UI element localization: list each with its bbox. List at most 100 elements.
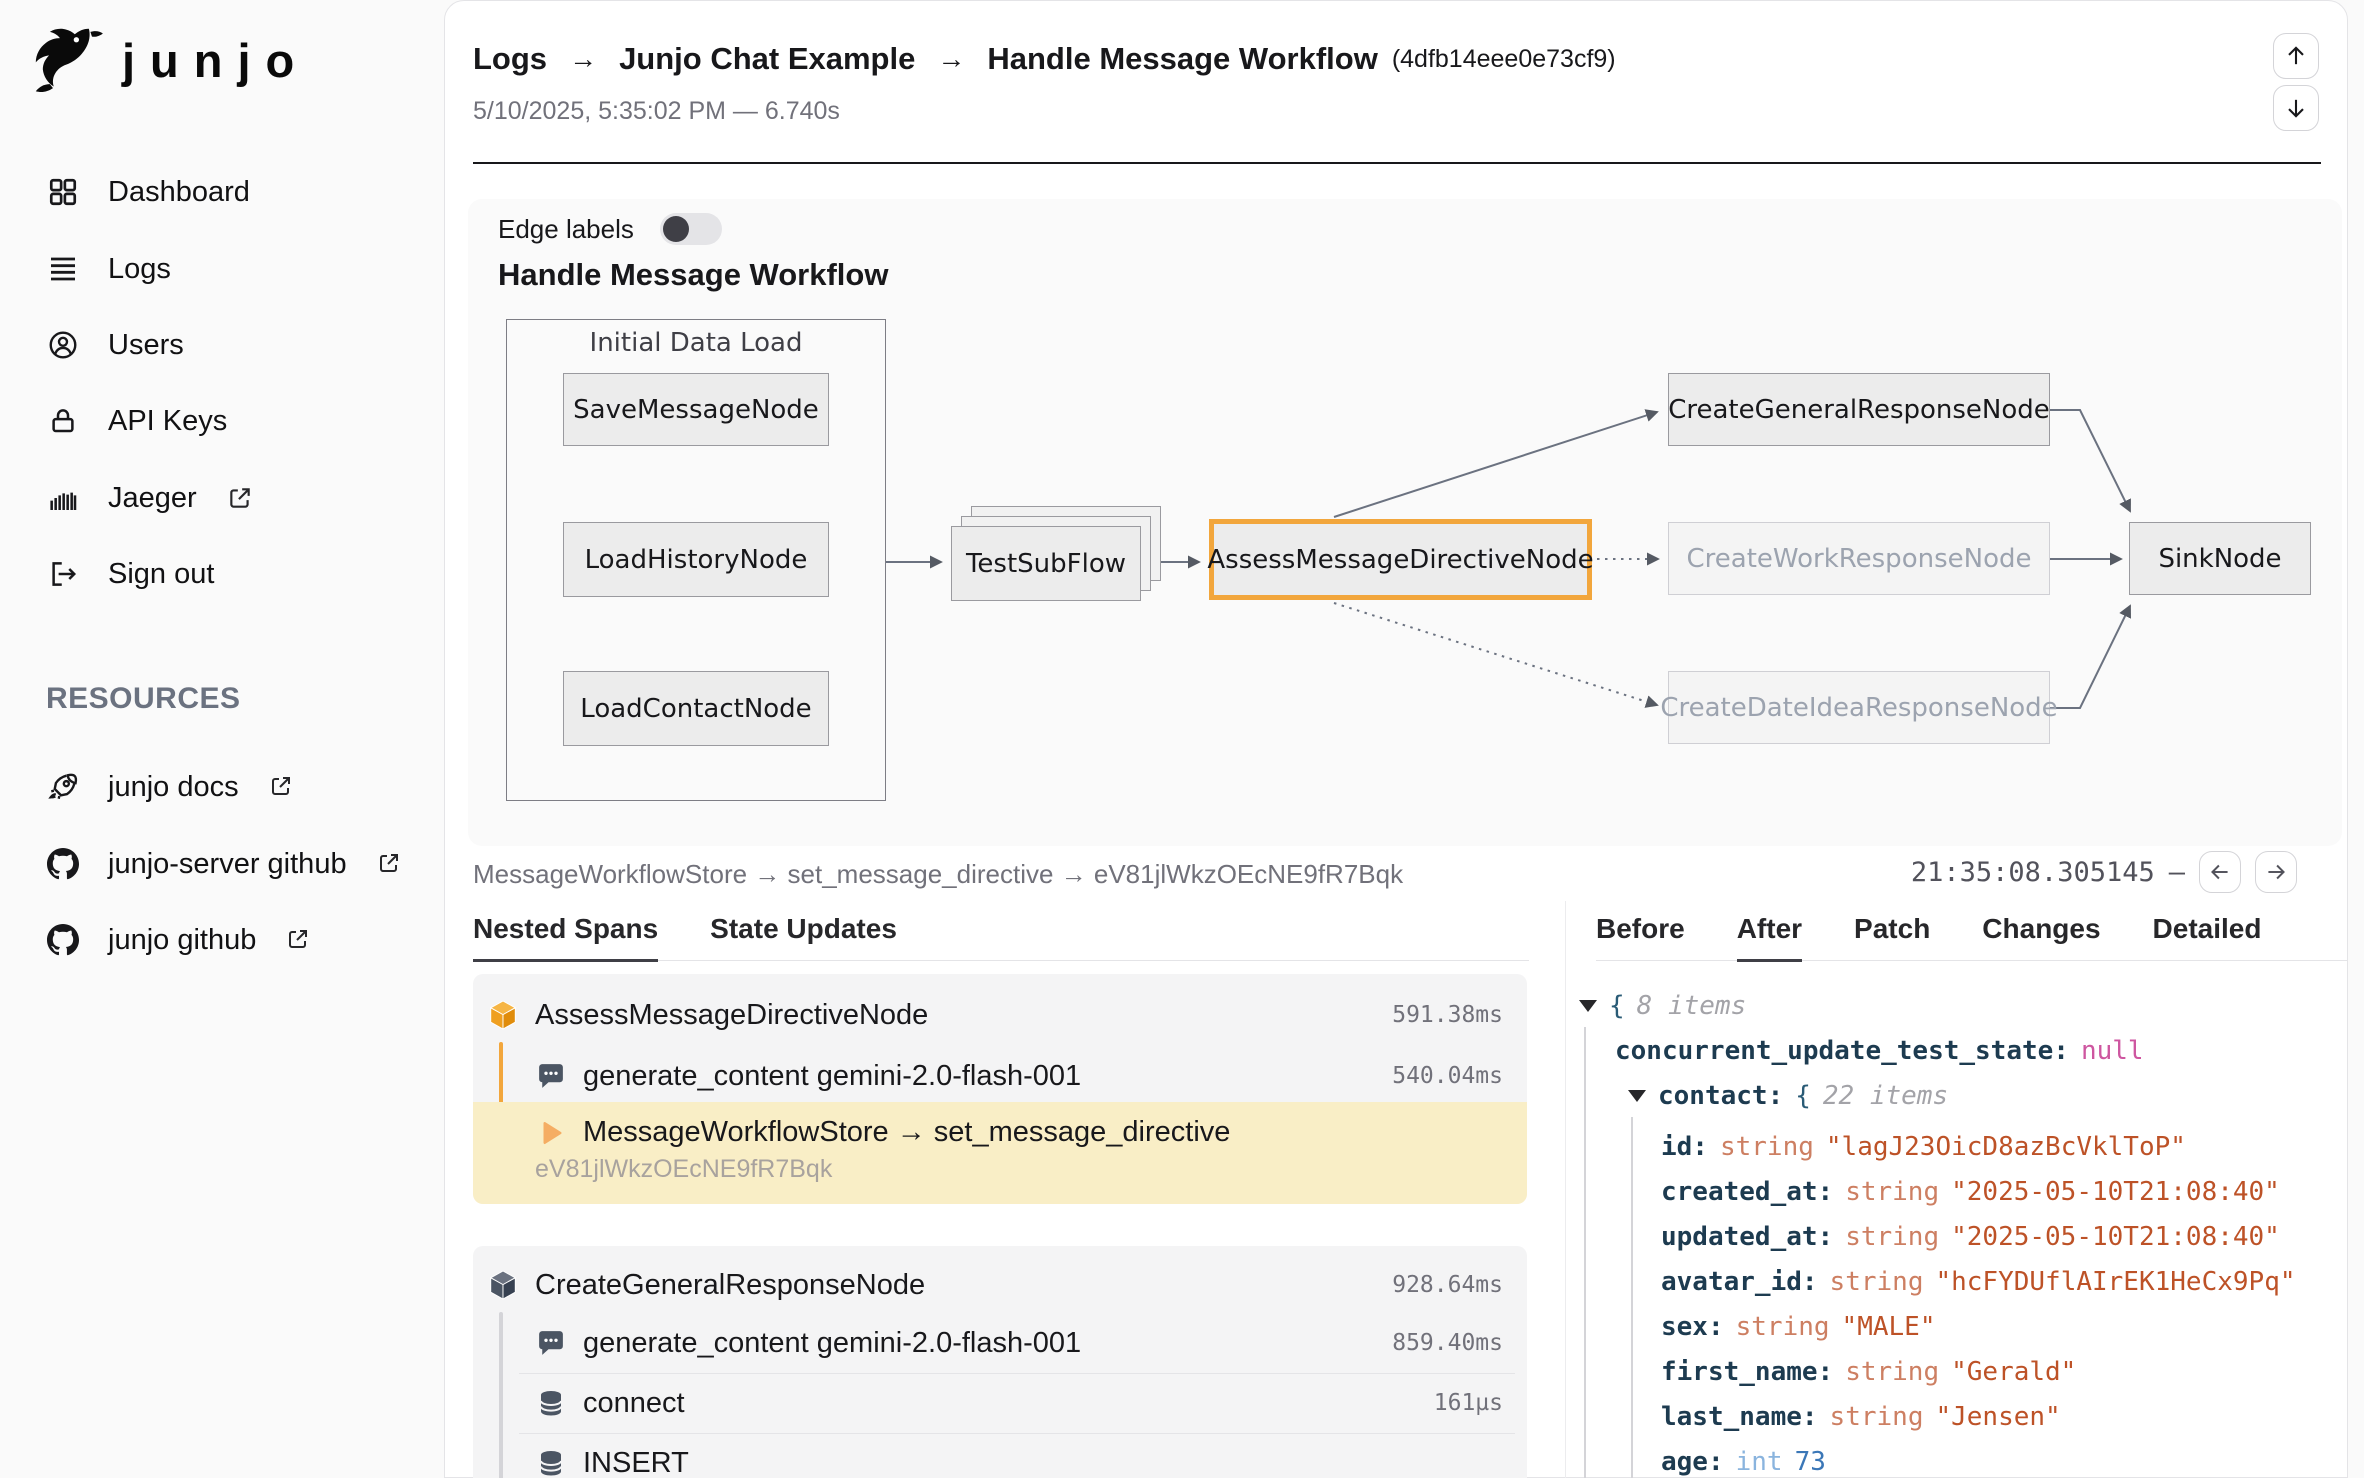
collapse-triangle-icon[interactable] [1628, 1089, 1646, 1102]
json-key: last_name: [1661, 1401, 1818, 1432]
tab-before[interactable]: Before [1596, 913, 1685, 944]
arrow-left-icon [2211, 864, 2228, 880]
github-icon [46, 847, 80, 881]
json-type: string [1845, 1221, 1940, 1252]
lock-icon [46, 404, 80, 438]
selected-span-path: MessageWorkflowStore → set_message_direc… [473, 859, 1404, 889]
json-string-value: "Gerald" [1951, 1356, 2077, 1387]
sidebar-item-label: junjo-server github [108, 847, 347, 880]
tab-after[interactable]: After [1736, 913, 1803, 962]
span-label: connect [583, 1386, 685, 1419]
node-create-work-response[interactable]: CreateWorkResponseNode [1668, 522, 2050, 595]
tab-detailed[interactable]: Detailed [2152, 913, 2262, 944]
span-duration: 859.40ms [1392, 1330, 1503, 1356]
json-key: first_name: [1661, 1356, 1834, 1387]
sidebar-item-junjo-docs[interactable]: junjo docs [0, 750, 444, 824]
diagram-title: Handle Message Workflow [498, 257, 889, 292]
breadcrumb-workflow[interactable]: Handle Message Workflow [987, 41, 1378, 76]
span-row-state-update-selected[interactable]: MessageWorkflowStore → set_message_direc… [473, 1102, 1527, 1204]
span-duration: 540.04ms [1392, 1063, 1503, 1089]
row-divider [519, 1433, 1515, 1434]
node-test-subflow[interactable]: TestSubFlow [951, 526, 1141, 601]
row-divider [519, 1373, 1515, 1374]
open-brace: { [1609, 990, 1625, 1021]
collapse-triangle-icon[interactable] [1579, 999, 1597, 1012]
span-label: INSERT [583, 1446, 689, 1478]
logs-lines-icon [46, 252, 80, 286]
json-string-value: "MALE" [1841, 1311, 1936, 1342]
node-load-history[interactable]: LoadHistoryNode [563, 522, 829, 597]
logo-wordmark: junjo [122, 33, 310, 87]
span-row-node[interactable]: AssessMessageDirectiveNode 591.38ms [473, 988, 1527, 1042]
prev-update-button[interactable] [2199, 851, 2241, 893]
json-type: int [1735, 1446, 1783, 1477]
sidebar-item-users[interactable]: Users [0, 308, 444, 382]
node-load-contact[interactable]: LoadContactNode [563, 671, 829, 746]
span-row-llm[interactable]: generate_content gemini-2.0-flash-001 85… [473, 1316, 1527, 1370]
indent-guide [1631, 1117, 1633, 1478]
edge-labels-toggle[interactable] [659, 213, 722, 245]
item-count: 8 items [1636, 990, 1747, 1021]
breadcrumb-arrow-icon: → [569, 43, 598, 74]
node-create-general-response[interactable]: CreateGeneralResponseNode [1668, 373, 2050, 446]
span-row-llm[interactable]: generate_content gemini-2.0-flash-001 54… [473, 1050, 1527, 1102]
junjo-logo[interactable]: junjo [28, 20, 309, 100]
json-null-value: null [2080, 1035, 2144, 1066]
json-root-row: { 8 items [1579, 983, 2339, 1028]
span-row-db[interactable]: connect 161µs [473, 1376, 1527, 1430]
indent-guide [1584, 1027, 1586, 1478]
sidebar-item-jaeger[interactable]: Jaeger [0, 461, 444, 535]
group-label: Initial Data Load [589, 328, 803, 358]
span-id-subtext: eV81jlWkzOEcNE9fR7Bqk [535, 1155, 833, 1183]
sidebar-item-label: junjo docs [108, 770, 239, 803]
json-string-value: "hcFYDUflAIrEK1HeCx9Pq" [1935, 1266, 2296, 1297]
workflow-span-id: (4dfb14eee0e73cf9) [1391, 44, 1616, 73]
toggle-knob [662, 216, 689, 242]
sidebar-item-label: API Keys [108, 404, 228, 437]
span-row-node[interactable]: CreateGeneralResponseNode 928.64ms [473, 1258, 1527, 1312]
breadcrumb-workflow-group[interactable]: Junjo Chat Example [619, 41, 916, 76]
span-label: MessageWorkflowStore → set_message_direc… [583, 1116, 1231, 1148]
user-circle-icon [46, 328, 80, 362]
sidebar-item-junjo-server-github[interactable]: junjo-server github [0, 827, 444, 901]
next-log-button[interactable] [2273, 85, 2319, 131]
package-icon-gray [487, 1269, 519, 1301]
sidebar-item-logs[interactable]: Logs [0, 232, 444, 306]
tab-patch[interactable]: Patch [1854, 913, 1931, 944]
tab-changes[interactable]: Changes [1982, 913, 2101, 944]
arrow-down-icon [2288, 99, 2304, 118]
sidebar-item-sign-out[interactable]: Sign out [0, 537, 444, 611]
tab-nested-spans[interactable]: Nested Spans [473, 913, 659, 962]
json-row: last_name: string "Jensen" [1579, 1394, 2339, 1439]
external-link-icon [377, 851, 403, 877]
state-tabs: Before After Patch Changes Detailed [1596, 913, 2349, 962]
breadcrumb-arrow-icon: → [937, 43, 966, 74]
sidebar-item-junjo-github[interactable]: junjo github [0, 903, 444, 977]
json-type: string [1845, 1176, 1940, 1207]
node-sink[interactable]: SinkNode [2129, 522, 2311, 595]
sidebar-item-dashboard[interactable]: Dashboard [0, 155, 444, 229]
chat-bubble-icon [535, 1060, 567, 1092]
sidebar-item-label: Users [108, 328, 184, 361]
database-icon [535, 1387, 567, 1419]
span-label: CreateGeneralResponseNode [535, 1268, 926, 1301]
span-card-assess: AssessMessageDirectiveNode 591.38ms gene… [473, 974, 1527, 1204]
header-divider [473, 162, 2321, 164]
json-row-concurrent: concurrent_update_test_state: null [1579, 1028, 2339, 1073]
json-string-value: "2025-05-10T21:08:40" [1951, 1176, 2280, 1207]
node-save-message[interactable]: SaveMessageNode [563, 373, 829, 446]
json-key: concurrent_update_test_state: [1615, 1035, 2069, 1066]
node-assess-message-directive[interactable]: AssessMessageDirectiveNode [1207, 519, 1594, 600]
prev-log-button[interactable] [2273, 33, 2319, 79]
next-update-button[interactable] [2255, 851, 2297, 893]
span-label: generate_content gemini-2.0-flash-001 [583, 1059, 1082, 1092]
span-row-db[interactable]: INSERT [473, 1436, 1527, 1478]
node-create-date-idea-response[interactable]: CreateDateIdeaResponseNode [1660, 671, 2058, 744]
tab-state-updates[interactable]: State Updates [710, 913, 897, 944]
panel-divider [1565, 901, 1566, 1478]
json-row: age: int 73 [1579, 1439, 2339, 1478]
breadcrumb-logs[interactable]: Logs [473, 41, 548, 76]
sidebar-item-api-keys[interactable]: API Keys [0, 384, 444, 458]
json-row: avatar_id: string "hcFYDUflAIrEK1HeCx9Pq… [1579, 1259, 2339, 1304]
json-type: string [1829, 1401, 1924, 1432]
